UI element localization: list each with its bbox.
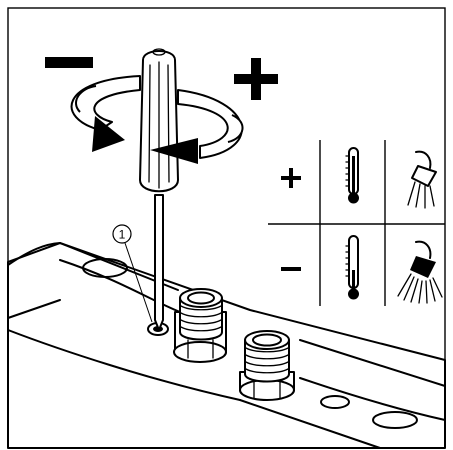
callout-circle [112,224,132,244]
thermometer-high-icon [345,147,359,204]
shower-low-flow-icon [407,150,437,209]
plus-icon [234,58,278,100]
minus-icon [45,57,93,68]
pipe-fitting-right [239,330,295,401]
thermometer-low-icon [345,235,359,300]
legend-minus-sign [281,267,301,271]
legend-plus-sign [281,168,301,188]
shower-high-flow-icon [397,240,443,304]
legend-table [268,140,445,306]
callout-number: 1 [119,228,126,242]
pipe-fitting-left [173,288,227,363]
screwdriver-icon [139,48,179,331]
callout-1: 1 [112,224,153,323]
rotation-arrow-icon [70,75,244,164]
